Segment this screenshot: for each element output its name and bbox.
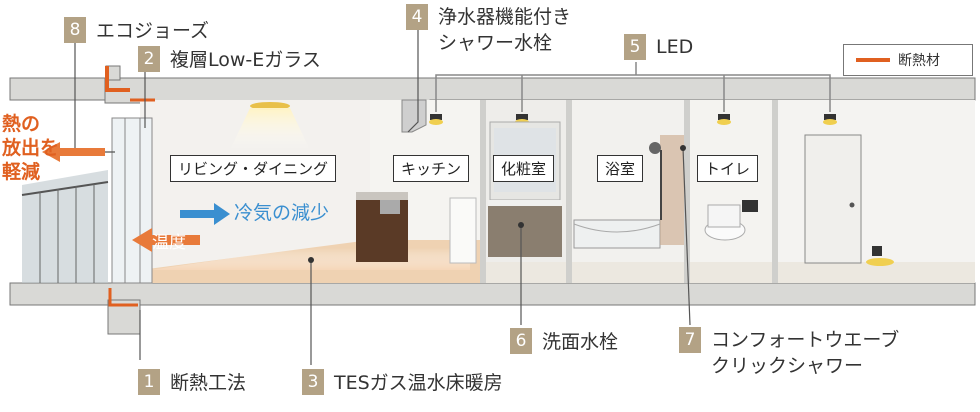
insulation-swatch xyxy=(856,58,890,62)
legend-text: 断熱材 xyxy=(898,53,940,69)
cold-reduction-callout: 冷気の減少 xyxy=(234,202,330,224)
label-text: 洗面水栓 xyxy=(542,331,619,353)
label-faucet: 4 浄水器機能付き シャワー水栓 xyxy=(406,4,571,56)
label-washbasin-faucet: 6 洗面水栓 xyxy=(510,327,618,354)
badge-4: 4 xyxy=(406,4,428,30)
label-text-line2: シャワー水栓 xyxy=(438,32,553,54)
label-text: エコジョーズ xyxy=(96,20,210,42)
label-led: 5 LED xyxy=(624,34,693,60)
room-bath: 浴室 xyxy=(597,155,644,182)
label-text: LED xyxy=(656,36,694,58)
label-text: コンフォートウエーブ xyxy=(711,329,900,351)
label-floor-heating: 3 TESガス温水床暖房 xyxy=(302,368,503,395)
label-text: 複層Low-Eガラス xyxy=(170,49,321,71)
temperature-callout: 温度 xyxy=(152,233,186,253)
room-living-dining: リビング・ダイニング xyxy=(170,155,337,182)
label-text: 浄水器機能付き xyxy=(438,6,572,28)
room-toilet: トイレ xyxy=(697,155,759,182)
room-kitchen: キッチン xyxy=(393,155,470,182)
label-eco-jozu: 8 エコジョーズ xyxy=(64,16,209,43)
label-text-line2: クリックシャワー xyxy=(711,355,864,377)
room-vanity: 化粧室 xyxy=(493,155,555,182)
badge-6: 6 xyxy=(510,327,532,354)
badge-3: 3 xyxy=(302,368,324,395)
badge-5: 5 xyxy=(624,34,646,60)
badge-1: 1 xyxy=(138,368,160,395)
heat-release-callout: 熱の 放出を 軽減 xyxy=(2,113,60,183)
legend: 断熱材 xyxy=(843,44,973,76)
badge-7: 7 xyxy=(679,327,701,353)
label-text: TESガス温水床暖房 xyxy=(334,372,503,394)
label-insulation-method: 1 断熱工法 xyxy=(138,368,246,395)
label-text: 断熱工法 xyxy=(170,372,247,394)
label-low-e-glass: 2 複層Low-Eガラス xyxy=(138,45,321,72)
badge-2: 2 xyxy=(138,45,160,72)
badge-8: 8 xyxy=(64,16,86,43)
label-comfort-wave: 7 コンフォートウエーブ クリックシャワー xyxy=(679,327,899,379)
